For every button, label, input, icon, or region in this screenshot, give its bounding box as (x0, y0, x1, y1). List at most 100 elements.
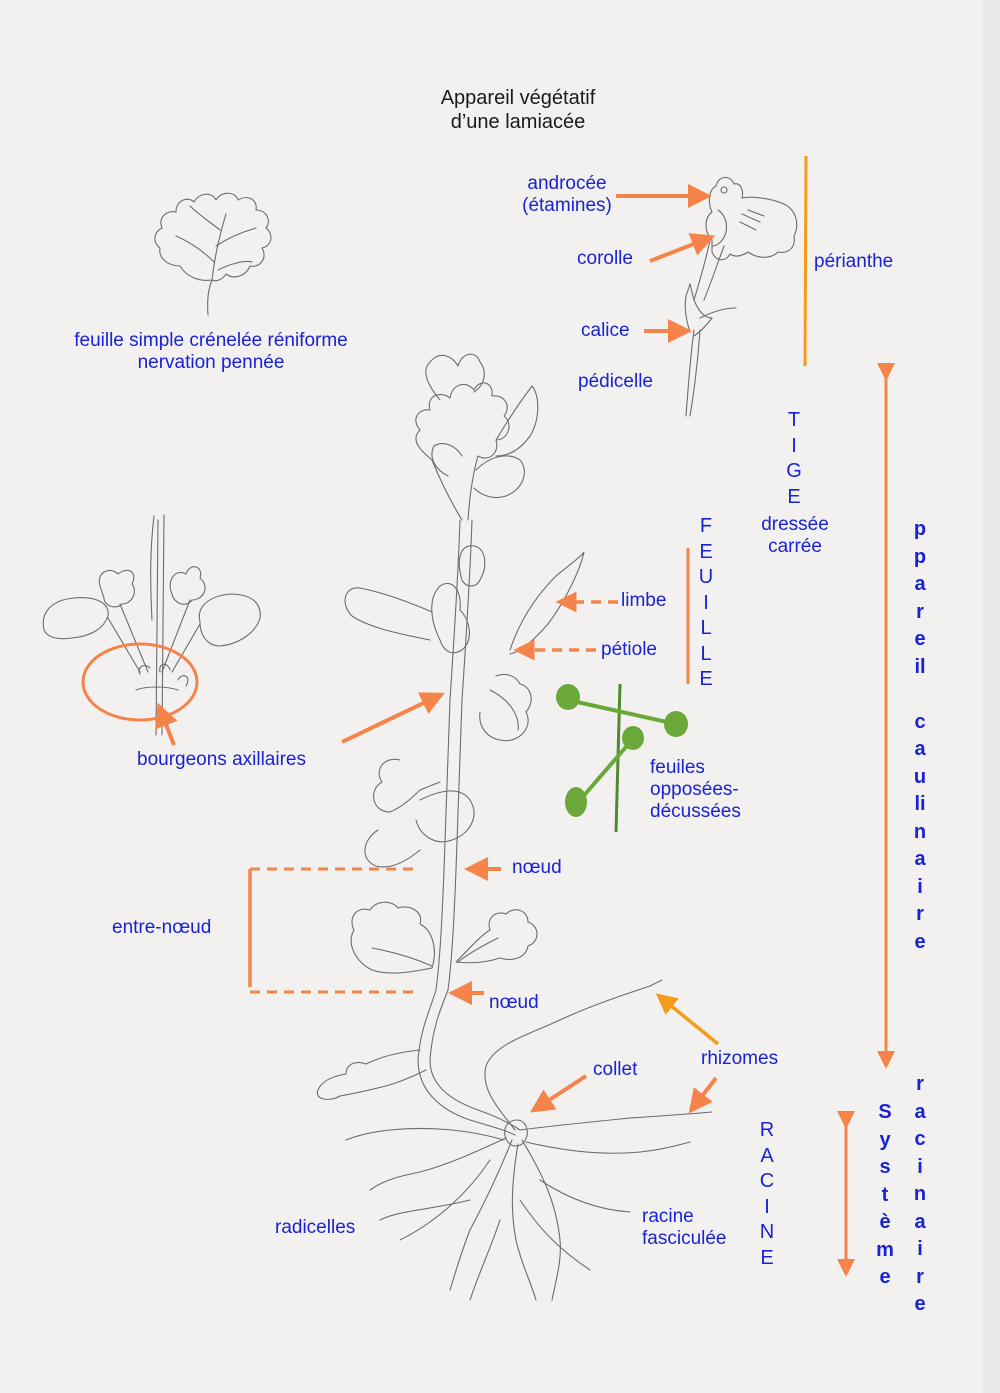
caulinaire-letter: r (916, 600, 924, 623)
caulinaire-letter (906, 681, 934, 709)
tige-letter: I (791, 434, 797, 457)
caulinaire-letter: a (914, 738, 926, 760)
caulinaire-letter: il (914, 655, 926, 678)
racinaire-letter: i (917, 1155, 923, 1178)
systeme-letter: m (876, 1238, 894, 1261)
systeme-letter: S (878, 1101, 892, 1123)
caulinaire-letter: e (914, 628, 926, 650)
caulinaire-letter: a (914, 573, 926, 595)
racinaire-letter: a (914, 1210, 926, 1233)
systeme-letter: e (879, 1266, 891, 1288)
caulinaire-letter: li (914, 793, 926, 815)
etamines-text: (étamines) (522, 195, 612, 216)
arrow-bourgeons-right (341, 692, 445, 744)
androcee-text: androcée (527, 173, 607, 194)
racinaire-letter: r (916, 1265, 924, 1288)
racine-letter: I (764, 1195, 770, 1218)
feuille-letter: L (700, 642, 712, 665)
caulinaire-letter: p (913, 518, 927, 540)
feuille-letter: U (698, 566, 714, 588)
label-corolle: corolle (577, 248, 633, 269)
label-petiole: pétiole (601, 639, 657, 660)
phyllotaxy-line-2: opposées- (650, 779, 739, 800)
label-noeud-top: nœud (512, 857, 562, 878)
tige-letter: G (786, 460, 802, 482)
title-line-2: d’une lamiacée (450, 111, 586, 133)
diagram-title: Appareil végétatif d’une lamiacée (388, 86, 648, 134)
caulinaire-letter: i (917, 875, 923, 898)
racinaire-letter: r (916, 1073, 924, 1095)
racinaire-letter: c (914, 1128, 926, 1150)
feuille-letter: E (699, 540, 713, 563)
label-racine-fasciculee: racine fasciculée (642, 1206, 727, 1250)
caulinaire-letter: e (914, 930, 926, 953)
racine-fasciculee-line-1: racine (642, 1206, 694, 1227)
racine-letter: C (759, 1170, 775, 1192)
caulinaire-letter: c (914, 710, 926, 733)
racinaire-letter: n (913, 1183, 927, 1205)
caulinaire-letter: a (914, 848, 926, 870)
label-androcee: androcée (étamines) (514, 173, 620, 217)
systeme-letter: è (879, 1211, 891, 1233)
label-radicelles: radicelles (275, 1217, 356, 1238)
tige-dressee: dressée (761, 514, 829, 535)
systeme-letter: y (879, 1128, 891, 1151)
racine-fasciculee-line-2: fasciculée (642, 1228, 727, 1249)
feuille-letter: E (699, 668, 713, 690)
label-rhizomes: rhizomes (701, 1048, 779, 1069)
racinaire-letter: a (914, 1100, 926, 1123)
phyllotaxy-line-1: feuiles (650, 757, 705, 778)
caulinaire-letter: p (913, 545, 927, 568)
systeme-letter: s (879, 1156, 891, 1178)
axillary-bud-sketch (42, 514, 261, 736)
caulinaire-letter: n (913, 820, 927, 843)
label-noeud-bottom: nœud (489, 992, 539, 1013)
arrow-rhizome-top (655, 993, 720, 1046)
leaf-detail-line-1: feuille simple crénelée réniforme (74, 330, 348, 351)
flower-sketch (684, 176, 798, 417)
racine-letter: N (759, 1221, 775, 1243)
feuille-letter: L (700, 617, 712, 639)
caulinaire-letter: u (913, 765, 927, 788)
arrow-corolle (649, 233, 716, 263)
leaf-sketch-reniform (154, 192, 272, 316)
feuille-letter: I (703, 591, 709, 614)
bourgeons-circle (81, 642, 199, 722)
systeme-letter: t (881, 1183, 889, 1206)
racine-letter: R (759, 1119, 775, 1141)
perianthe-bar (803, 155, 808, 367)
title-line-1: Appareil végétatif (440, 87, 596, 109)
arrow-collet (529, 1074, 588, 1113)
feuille-letter: F (699, 515, 713, 537)
label-phyllotaxy: feuiles opposées- décussées (650, 757, 741, 823)
label-collet: collet (593, 1059, 638, 1080)
label-pedicelle: pédicelle (578, 371, 653, 392)
phyllotaxy-line-3: décussées (650, 801, 741, 822)
label-entre-noeud: entre-nœud (112, 917, 212, 938)
tige-letter: T (787, 409, 801, 431)
racine-letter: E (760, 1246, 774, 1269)
label-calice: calice (581, 320, 630, 341)
racinaire-letter: e (914, 1293, 926, 1315)
label-leaf-detail: feuille simple crénelée réniforme nervat… (56, 330, 366, 374)
tige-letter: E (787, 485, 801, 508)
plant-sketch (316, 353, 713, 1301)
arrow-rhizome-bottom (688, 1076, 718, 1114)
arrow-bourgeons-left (155, 702, 178, 746)
leaf-detail-line-2: nervation pennée (137, 352, 285, 373)
label-perianthe: périanthe (814, 251, 894, 272)
tige-carree: carrée (768, 536, 822, 557)
phyllotaxy-schema (556, 683, 688, 833)
label-tige-description: dressée carrée (752, 514, 838, 558)
caulinaire-letter: r (916, 903, 924, 925)
label-limbe: limbe (621, 590, 667, 611)
label-bourgeons-axillaires: bourgeons axillaires (137, 749, 306, 770)
racinaire-letter: i (917, 1238, 923, 1260)
